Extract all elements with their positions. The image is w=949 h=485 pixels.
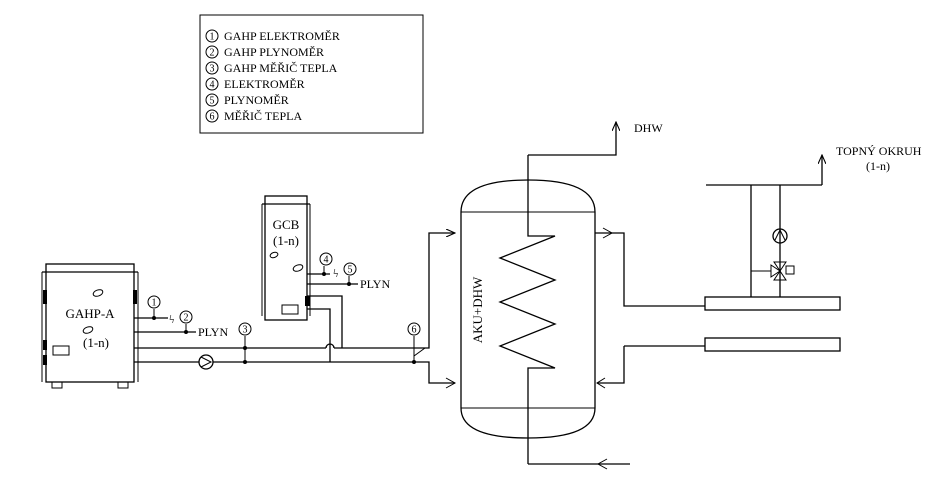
return-manifold [704,337,841,352]
svg-text:2: 2 [210,48,215,59]
legend-item-3: 3 GAHP MĚŘIČ TEPLA [205,61,338,75]
svg-text:5: 5 [210,96,215,107]
legend-text-2: GAHP PLYNOMĚR [224,45,324,59]
legend-text-4: ELEKTROMĚR [224,77,305,91]
gahp-unit: GAHP-A (1-n) [41,263,139,389]
gcb-unit: GCB (1-n) [261,195,311,321]
legend-item-6: 6 MĚŘIČ TEPLA [205,109,302,123]
gcb-qty: (1-n) [273,233,299,248]
legend: 1 GAHP ELEKTROMĚR 2 GAHP PLYNOMĚR 3 GAHP… [199,14,424,134]
primary-loop [413,233,457,389]
dhw-label: DHW [634,121,663,135]
marker-4 [319,252,333,266]
legend-item-4: 4 ELEKTROMĚR [205,77,305,91]
svg-text:3: 3 [243,325,248,336]
gcb-connections: 4 ϟ 5 PLYN [307,252,390,362]
dhw-piping: DHW [528,121,663,470]
supply-manifold [704,296,841,311]
legend-box [199,14,424,134]
gas-label-gahp: PLYN [198,325,228,339]
secondary-piping: TOPNÝ OKRUH (1-n) [595,144,922,389]
svg-text:4: 4 [210,80,215,91]
svg-text:1: 1 [152,298,157,309]
gcb-name: GCB [273,217,300,232]
svg-text:6: 6 [412,325,417,336]
gahp-panel [52,345,70,356]
marker-2 [179,310,193,324]
svg-text:5: 5 [348,265,353,276]
legend-text-3: GAHP MĚŘIČ TEPLA [224,61,338,75]
electric-symbol-gcb: ϟ [333,266,338,280]
heating-circuit-qty: (1-n) [866,159,890,173]
legend-text-1: GAHP ELEKTROMĚR [224,29,340,43]
svg-text:3: 3 [210,64,215,75]
svg-text:2: 2 [184,313,189,324]
marker-1 [147,295,161,309]
storage-tank: AKU+DHW [460,155,596,464]
gahp-connections: 1 ϟ 2 PLYN 3 6 [134,295,425,370]
svg-text:6: 6 [210,112,215,123]
gas-label-gcb: PLYN [360,277,390,291]
tank-label: AKU+DHW [470,276,485,343]
legend-item-2: 2 GAHP PLYNOMĚR [205,45,324,59]
legend-text-6: MĚŘIČ TEPLA [224,109,302,123]
marker-6 [407,322,421,336]
gahp-body [45,263,135,383]
legend-text-5: PLYNOMĚR [224,93,289,107]
marker-5 [343,262,357,276]
gcb-body [264,195,308,321]
marker-3 [238,322,252,336]
heating-circuit-label: TOPNÝ OKRUH [836,144,922,158]
three-way-valve [751,261,795,281]
dhw-coil [498,155,557,464]
electric-symbol-gahp: ϟ [169,312,174,326]
svg-text:1: 1 [210,32,215,43]
gahp-name: GAHP-A [65,306,115,321]
legend-item-1: 1 GAHP ELEKTROMĚR [205,29,340,43]
gahp-qty: (1-n) [83,335,109,350]
svg-text:4: 4 [324,255,329,266]
legend-item-5: 5 PLYNOMĚR [205,93,289,107]
